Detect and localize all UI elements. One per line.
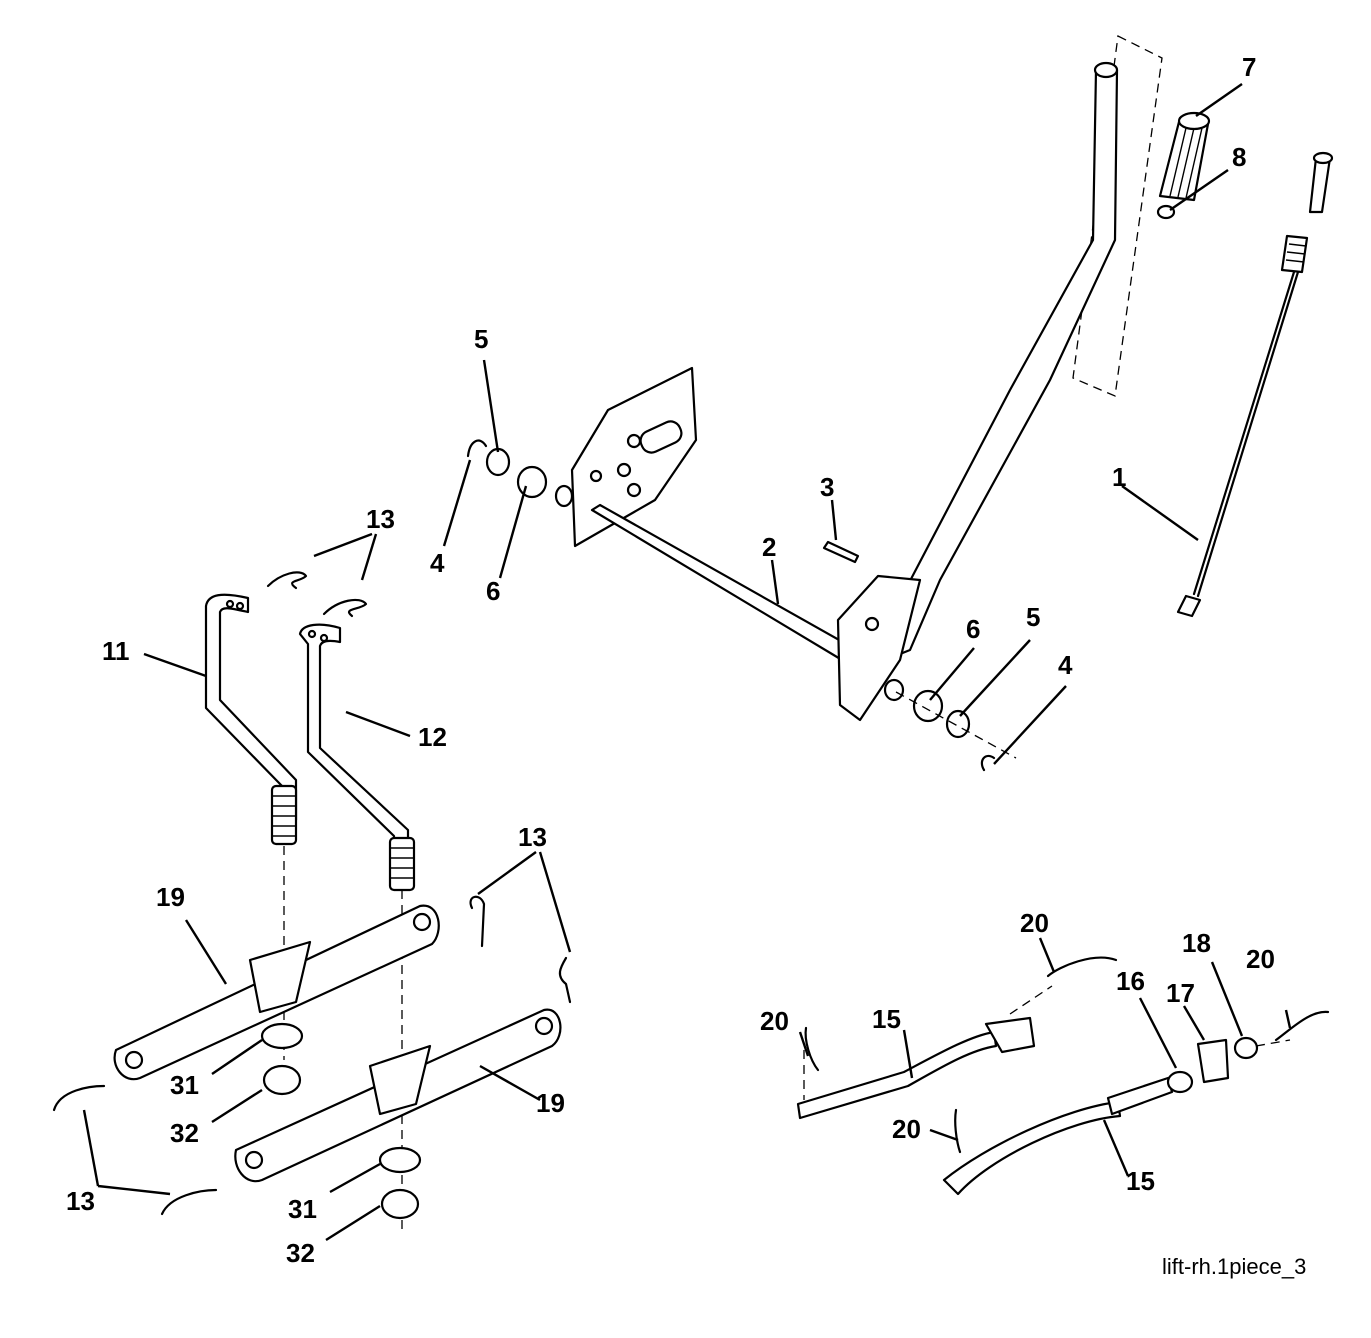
- callout-31-upper: 31: [170, 1070, 199, 1100]
- lift-handle: [883, 61, 1119, 662]
- washer-nut-right: [378, 1146, 422, 1220]
- leader-lines: [82, 83, 1292, 1242]
- callout-2: 2: [762, 532, 776, 562]
- adjuster-rod-upper: [796, 985, 1053, 1120]
- callout-11: 11: [102, 636, 130, 666]
- callout-13-middle: 13: [518, 822, 547, 852]
- right-bearing-set: [883, 678, 1017, 772]
- callout-1: 1: [1112, 462, 1126, 492]
- callout-6-left: 6: [486, 576, 500, 606]
- callout-32-lower: 32: [286, 1238, 315, 1268]
- callout-4-left: 4: [430, 548, 445, 578]
- callout-15-upper: 15: [872, 1004, 901, 1034]
- callout-17: 17: [1166, 978, 1195, 1008]
- hairpin-clips-middle: [52, 895, 572, 1216]
- hairpin-clips-20: [804, 956, 1330, 1154]
- callout-6-right: 6: [966, 614, 980, 644]
- callout-13-bottom: 13: [66, 1186, 95, 1216]
- callout-labels: 1 2 3 4 4 5 5 6 6 7 8 11 12 13 13 13 15 …: [66, 52, 1275, 1268]
- handle-grip: [1158, 111, 1211, 202]
- callout-15-lower: 15: [1126, 1166, 1155, 1196]
- callout-20-right: 20: [1246, 944, 1275, 974]
- lift-arm-upper: [113, 904, 440, 1081]
- callout-4-right: 4: [1058, 650, 1073, 680]
- diagram-caption: lift-rh.1piece_3: [1162, 1254, 1306, 1279]
- callout-3: 3: [820, 472, 834, 502]
- callout-20-lower: 20: [892, 1114, 921, 1144]
- callout-16: 16: [1116, 966, 1145, 996]
- callout-13-top: 13: [366, 504, 395, 534]
- lift-arm-lower: [234, 1008, 562, 1183]
- lift-link-rod-11: [204, 593, 298, 1060]
- washer-nut-left: [260, 1022, 304, 1096]
- callout-19-upper: 19: [156, 882, 185, 912]
- lift-shaft: [570, 366, 922, 722]
- callout-19-lower: 19: [536, 1088, 565, 1118]
- lift-cable: [1176, 151, 1334, 618]
- adjuster-rod-lower: [942, 1036, 1291, 1196]
- left-bearing-set: [466, 439, 574, 508]
- callout-7: 7: [1242, 52, 1256, 82]
- callout-32-upper: 32: [170, 1118, 199, 1148]
- callout-5-right: 5: [1026, 602, 1040, 632]
- callout-5-left: 5: [474, 324, 488, 354]
- callout-18: 18: [1182, 928, 1211, 958]
- callout-20-left: 20: [760, 1006, 789, 1036]
- callout-12: 12: [418, 722, 447, 752]
- hairpin-clips-upper: [266, 571, 368, 618]
- handle-extension-outline: [1072, 35, 1163, 397]
- roll-pin: [822, 540, 860, 564]
- callout-31-lower: 31: [288, 1194, 317, 1224]
- callout-20-top: 20: [1020, 908, 1049, 938]
- callout-8: 8: [1232, 142, 1246, 172]
